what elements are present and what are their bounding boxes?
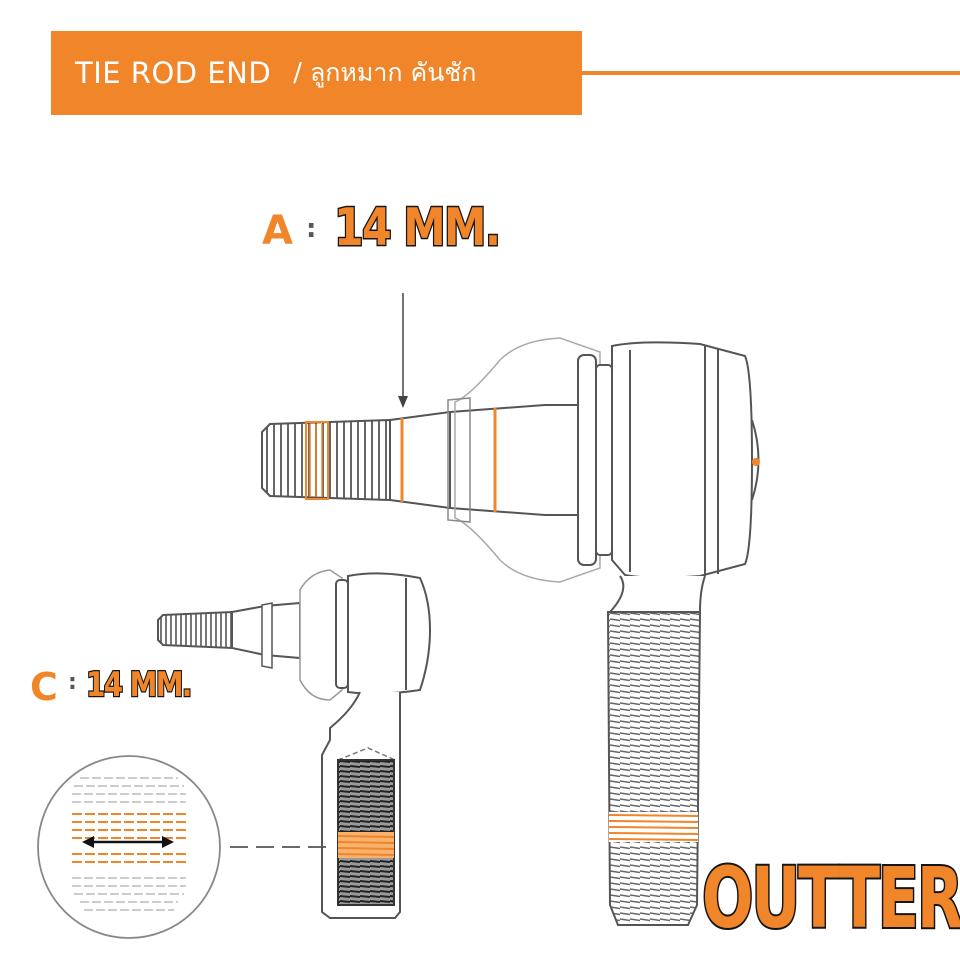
small-stud-thread	[157, 610, 233, 650]
housing-body	[611, 341, 754, 579]
label-c-colon: :	[68, 670, 77, 695]
small-housing-body	[347, 572, 432, 695]
arrow-a-head	[398, 396, 408, 408]
thread-detail-magnifier	[37, 755, 330, 939]
small-tie-rod-end	[157, 569, 432, 919]
shaft-thread	[606, 611, 702, 926]
position-label: OUTTER	[701, 849, 960, 947]
label-c-letter: C	[30, 665, 58, 709]
label-a-colon: :	[306, 214, 317, 244]
header-bar: TIE ROD END / ลูกหมาก คันชัก	[51, 31, 582, 115]
header-rule-line	[582, 71, 960, 75]
flange-ring	[577, 354, 597, 566]
header-subtitle-thai: ลูกหมาก คันชัก	[309, 58, 477, 87]
stud-taper	[389, 404, 579, 516]
header-title: TIE ROD END	[75, 56, 272, 90]
large-tie-rod-end	[261, 293, 760, 926]
label-a-dimension: 14 MM.	[333, 197, 503, 260]
stud-thread-highlight	[305, 421, 329, 500]
grease-point	[752, 458, 760, 466]
label-a-letter: A	[262, 208, 293, 254]
stud-thread	[261, 418, 391, 502]
housing-neck	[607, 575, 706, 613]
header-separator: /	[293, 58, 302, 88]
dust-boot	[454, 337, 601, 583]
label-c-dimension: 14 MM.	[85, 664, 193, 707]
